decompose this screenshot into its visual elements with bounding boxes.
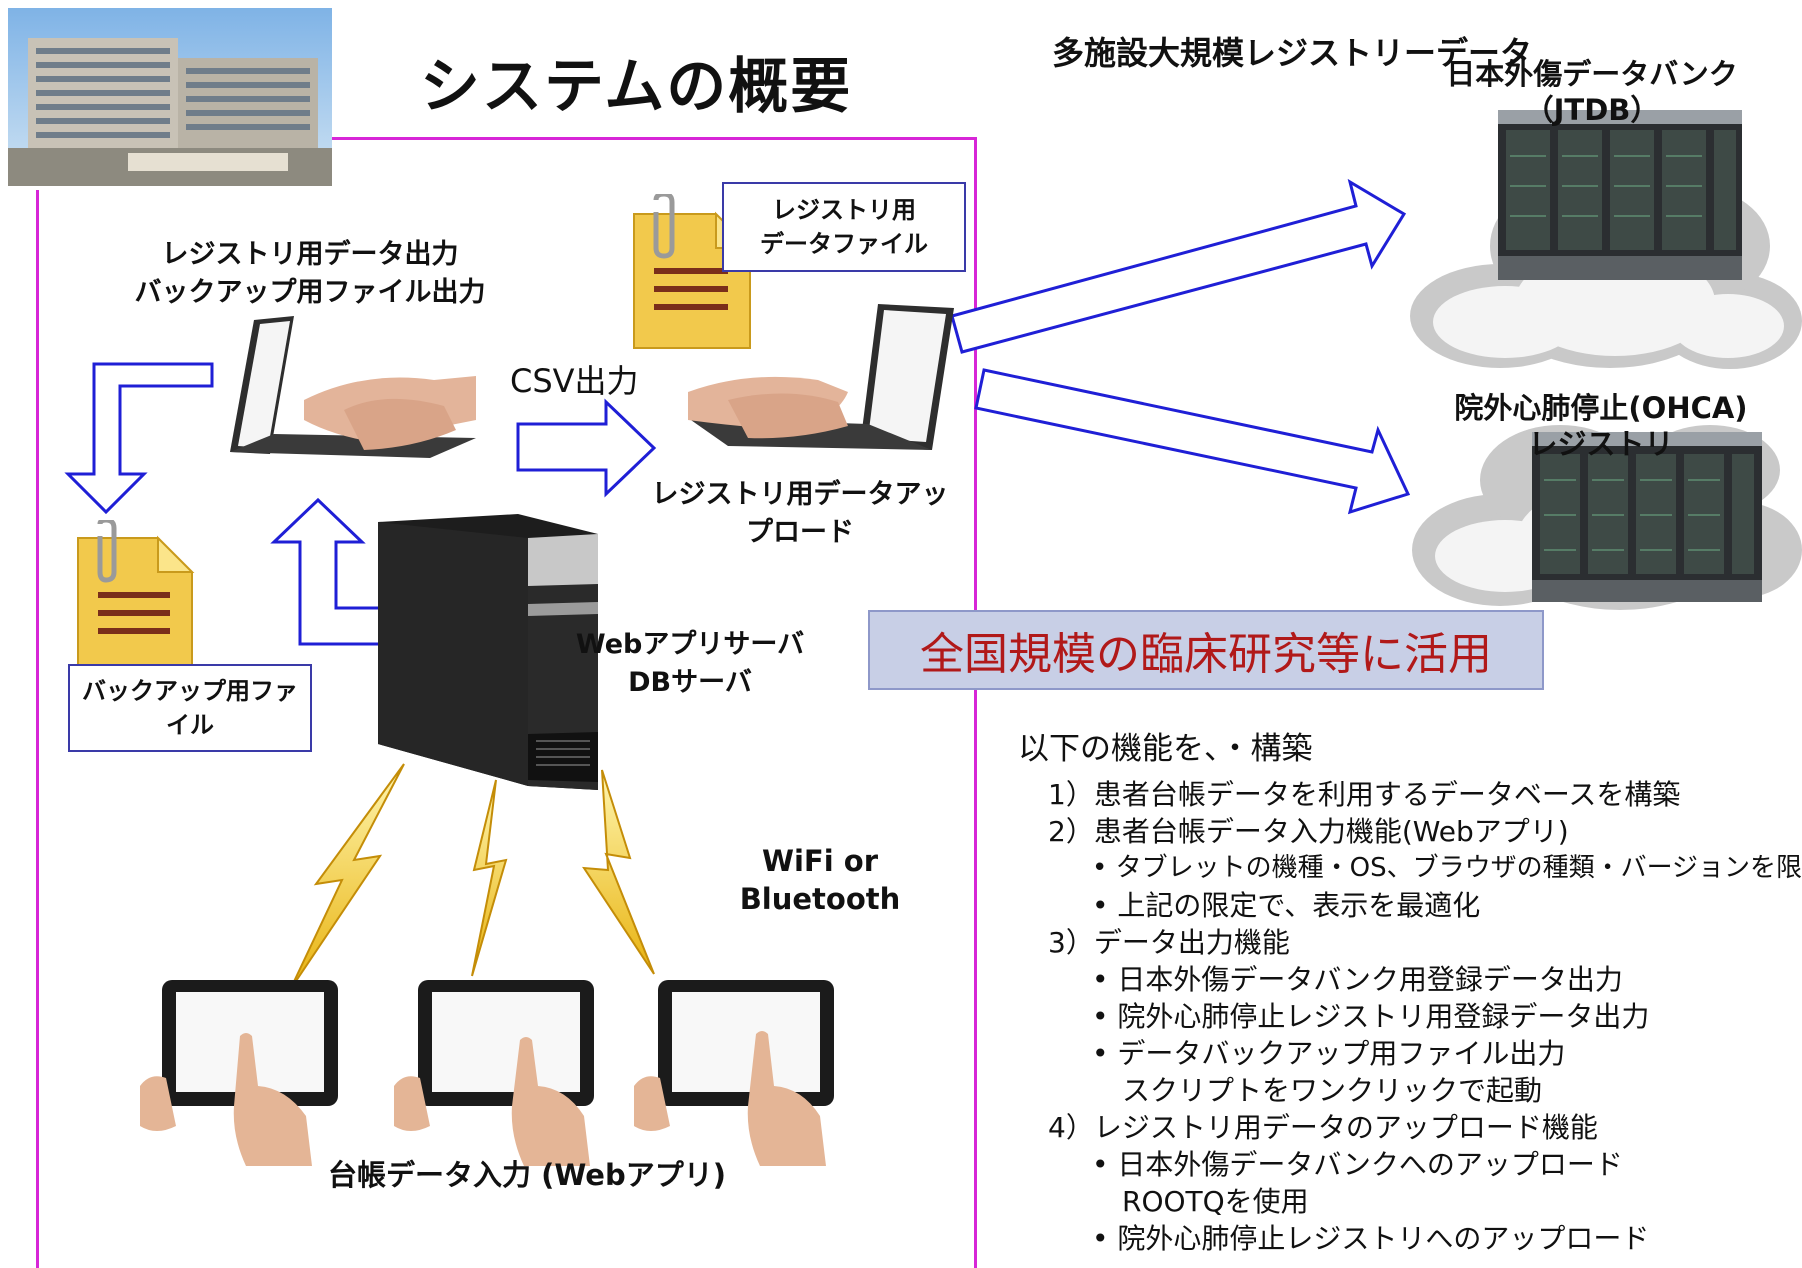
ohca-label-line2: レジストリ [1528, 427, 1674, 461]
lightning-icon [471, 779, 508, 977]
utilization-banner: 全国規模の臨床研究等に活用 [868, 610, 1544, 690]
function-item: • 院外心肺停止レジストリ用登録データ出力 [1092, 1000, 1650, 1033]
tablet-icon [634, 980, 834, 1166]
tablet-icon [140, 980, 338, 1166]
function-item: 2）患者台帳データ入力機能(Webアプリ) [1048, 815, 1569, 848]
tower-server [378, 514, 598, 790]
frame-line-right-lower [974, 688, 977, 1268]
backup-file-label-line1: バックアップ用ファ [82, 677, 298, 705]
arrow-to-backup-file [64, 362, 214, 515]
backup-file-label-line2: イル [166, 711, 214, 739]
server-label: Webアプリサーバ DBサーバ [560, 626, 820, 702]
ohca-server-cloud [1410, 420, 1802, 700]
server-label-line2: DBサーバ [628, 667, 752, 698]
registry-file-label-line1: レジストリ用 [772, 196, 916, 224]
page-title: システムの概要 [420, 52, 853, 122]
server-label-line1: Webアプリサーバ [575, 629, 805, 660]
jtdb-label-line1: 日本外傷データバンク [1446, 57, 1738, 91]
laptop-output [194, 310, 476, 476]
function-item: • 日本外傷データバンク用登録データ出力 [1092, 963, 1623, 996]
backup-file-icon [72, 517, 196, 676]
function-item: • 上記の限定で、表示を最適化 [1092, 889, 1481, 922]
wifi-label: WiFi or Bluetooth [720, 842, 920, 918]
wifi-label-line2: Bluetooth [739, 882, 901, 916]
ohca-label-line1: 院外心肺停止(OHCA) [1454, 391, 1748, 425]
frame-line-right-upper [974, 137, 977, 610]
lightning-icon [289, 763, 405, 991]
function-item: • 日本外傷データバンクへのアップロード [1092, 1148, 1623, 1181]
wireless-bolts [289, 763, 655, 991]
csv-output-label: CSV出力 [510, 362, 639, 400]
backup-file-box: バックアップ用ファ イル [68, 664, 312, 752]
registry-file-box: レジストリ用 データファイル [722, 182, 966, 272]
registry-file-label-line2: データファイル [760, 230, 928, 258]
function-item: 4）レジストリ用データのアップロード機能 [1048, 1111, 1598, 1144]
function-item: 1）患者台帳データを利用するデータベースを構築 [1048, 778, 1681, 811]
function-item: 3）データ出力機能 [1048, 926, 1290, 959]
tablets [140, 980, 834, 1166]
registry-heading: 多施設大規模レジストリーデータ [1052, 34, 1533, 72]
arrow-to-ohca [974, 368, 1411, 515]
arrow-csv-output [516, 398, 657, 498]
jtdb-label: 日本外傷データバンク （JTDB） [1382, 56, 1802, 128]
lightning-icon [582, 769, 655, 975]
function-intro: 以下の機能を、・構築 [1018, 731, 1313, 767]
tablet-icon [394, 980, 594, 1166]
arrow-to-jtdb [950, 178, 1407, 354]
function-item: ROOTQを使用 [1122, 1185, 1309, 1218]
upload-label: レジストリ用データアッ プロード [650, 476, 950, 552]
ohca-label: 院外心肺停止(OHCA) レジストリ [1400, 390, 1802, 462]
upload-label-line1: レジストリ用データアッ [651, 479, 949, 510]
output-label-line2: バックアップ用ファイル出力 [134, 277, 486, 308]
function-item: • データバックアップ用ファイル出力 [1092, 1037, 1566, 1070]
laptop-upload [688, 300, 954, 466]
frame-line-top [332, 137, 974, 140]
hospital-building-image [8, 8, 332, 186]
output-label-line1: レジストリ用データ出力 [161, 239, 459, 270]
output-label: レジストリ用データ出力 バックアップ用ファイル出力 [130, 236, 490, 312]
jtdb-label-line2: （JTDB） [1524, 93, 1660, 127]
function-list: 以下の機能を、・構築 1）患者台帳データを利用するデータベースを構築 2）患者台… [1018, 726, 1802, 1257]
upload-label-line2: プロード [746, 517, 854, 548]
function-item: スクリプトをワンクリックで起動 [1122, 1074, 1543, 1107]
function-item: • 院外心肺停止レジストリへのアップロード [1092, 1222, 1650, 1255]
frame-line-left [36, 190, 39, 1268]
tablet-input-label: 台帳データ入力 (Webアプリ) [328, 1158, 726, 1192]
function-item: • タブレットの機種・OS、ブラウザの種類・バージョンを限定 [1092, 853, 1802, 883]
jtdb-server-cloud [1410, 96, 1802, 378]
wifi-label-line1: WiFi or [762, 844, 878, 878]
